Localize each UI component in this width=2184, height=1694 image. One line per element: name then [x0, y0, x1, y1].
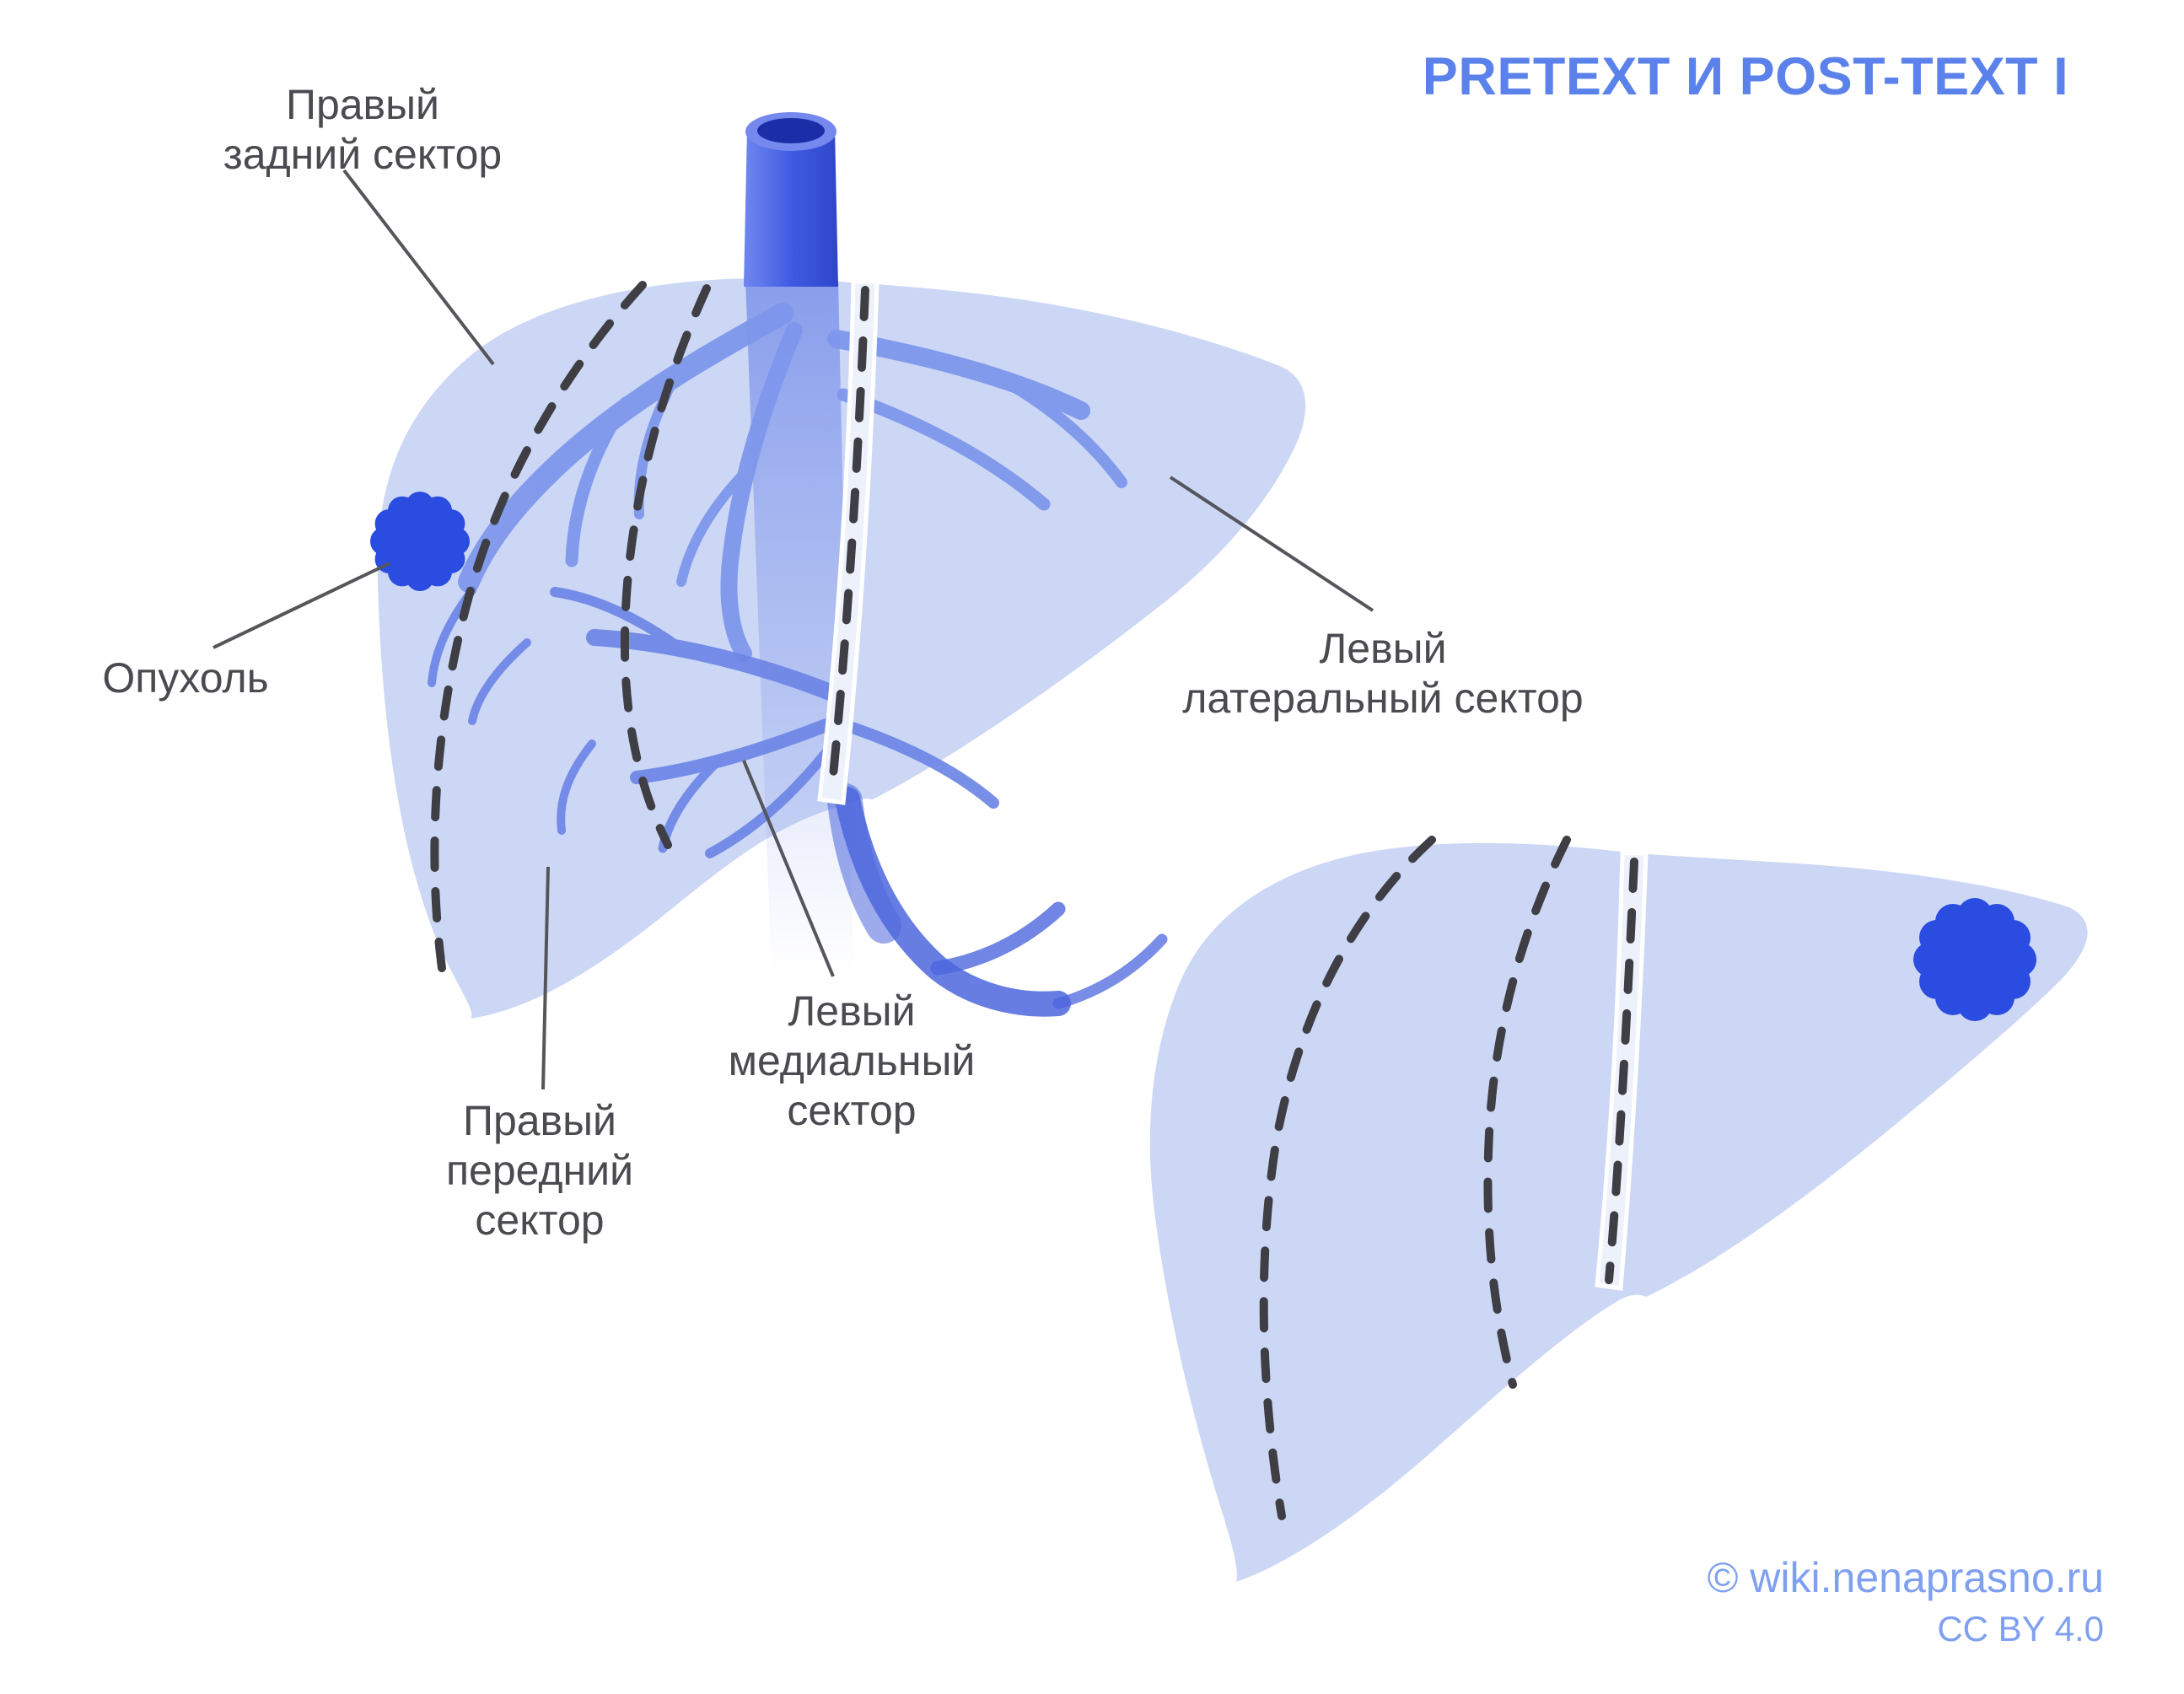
pointer-tumor — [212, 562, 390, 649]
pointer-right-anterior — [541, 866, 550, 1090]
vena-cava-tube — [744, 112, 838, 287]
diagram-title: PRETEXT И POST-TEXT I — [1422, 47, 2069, 106]
boundary-small-2 — [1483, 836, 1571, 1389]
vessel-branch — [1052, 933, 1168, 1009]
boundary-right-anterior — [620, 284, 711, 849]
boundary-right-posterior — [430, 281, 647, 972]
boundary-small-falciform — [1605, 858, 1638, 1284]
vessel-branch — [458, 303, 793, 593]
pointer-right-posterior — [342, 169, 495, 366]
vena-cava-body — [744, 128, 838, 287]
vena-cava-opening — [757, 118, 825, 143]
sector-boundaries — [430, 281, 1638, 1520]
pointer-left-medial — [742, 760, 835, 977]
vessel-branch — [468, 638, 531, 725]
label-right-anterior-sector: Правый передний сектор — [445, 1097, 634, 1244]
boundary-falciform — [827, 286, 869, 797]
vessel-branch — [844, 721, 999, 809]
label-right-posterior-sector: Правый задний сектор — [223, 81, 503, 178]
vessel-branch — [976, 363, 1127, 488]
vessel-branch — [630, 712, 850, 784]
credit-license: CC BY 4.0 — [1937, 1609, 2104, 1648]
label-left-lateral-sector: Левый латеральный сектор — [1182, 625, 1584, 722]
label-left-medial-sector: Левый медиальный сектор — [728, 987, 976, 1134]
tumor-shape — [370, 492, 470, 591]
label-tumor: Опухоль — [102, 654, 269, 702]
boundary-small-1 — [1259, 836, 1436, 1520]
vessel-branch — [676, 467, 750, 587]
vessel-branch — [930, 901, 1066, 976]
credit-source: © wiki.nenaprasno.ru — [1707, 1554, 2104, 1601]
portal-trunk — [827, 783, 1168, 1017]
vessel-branch — [835, 787, 1071, 1017]
tumor-shape-small — [1913, 898, 2036, 1021]
vessel-branch — [565, 396, 632, 567]
vessel-branch — [557, 739, 596, 835]
vessel-branch — [550, 587, 680, 649]
pointer-lines — [212, 169, 1374, 1090]
vessel-branch — [720, 322, 803, 662]
pointer-left-lateral — [1169, 476, 1374, 612]
